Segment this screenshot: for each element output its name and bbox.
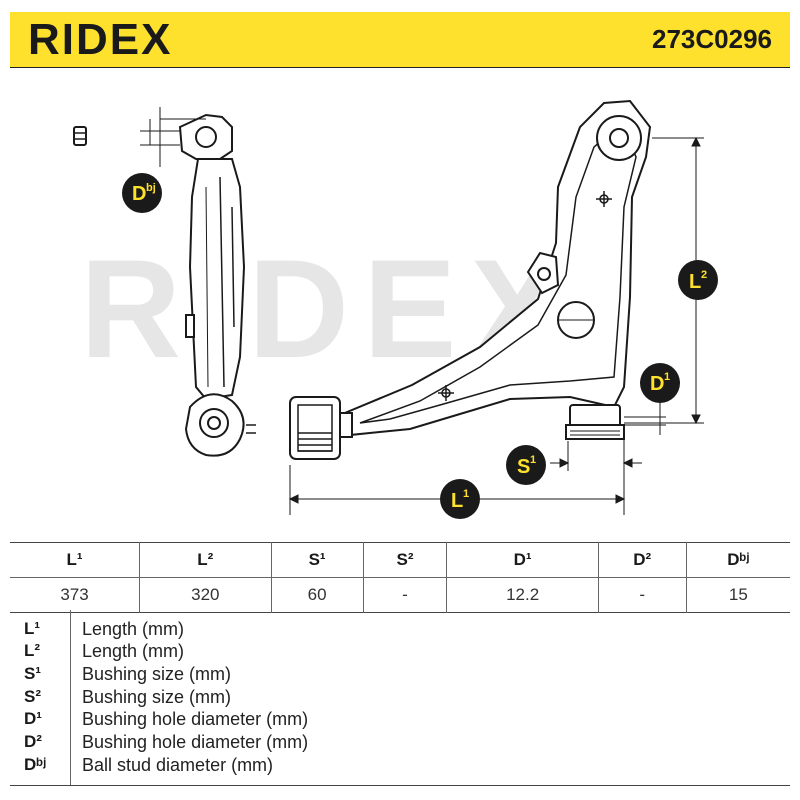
specs-header-l1: L¹ xyxy=(10,542,140,578)
top-view-arm xyxy=(289,99,652,460)
l2-marker: L 2 xyxy=(678,260,718,300)
svg-text:D: D xyxy=(132,183,146,205)
specs-value-s1: 60 xyxy=(270,577,364,613)
legend-row-dbj: Dᵇʲ Ball stud diameter (mm) xyxy=(10,755,790,777)
legend-row-l2: L² Length (mm) xyxy=(10,641,790,663)
brand-logo: RIDEX xyxy=(28,15,173,64)
specs-value-s2: - xyxy=(362,577,447,613)
legend-divider xyxy=(70,610,71,785)
legend-symbol: Dᵇʲ xyxy=(24,755,47,774)
legend-description: Length (mm) xyxy=(82,641,185,661)
legend-row-s1: S¹ Bushing size (mm) xyxy=(10,664,790,686)
svg-text:L: L xyxy=(689,271,701,293)
s1-marker: S 1 xyxy=(506,445,546,485)
legend-description: Length (mm) xyxy=(82,619,185,639)
specs-values-row: 373 320 60 - 12.2 - 15 xyxy=(10,577,790,613)
specs-header-d1: D¹ xyxy=(446,542,599,578)
specs-value-l1: 373 xyxy=(60,585,89,604)
specs-header-row: L¹ L² S¹ S² D¹ D² Dᵇʲ xyxy=(10,542,790,578)
legend-symbol: S¹ xyxy=(24,664,41,683)
legend-symbol: D² xyxy=(24,732,42,751)
legend-description: Bushing hole diameter (mm) xyxy=(82,732,309,752)
part-number: 273C0296 xyxy=(652,24,772,54)
d1-marker: D 1 xyxy=(640,363,680,403)
dbj-marker: D bj xyxy=(122,173,162,213)
specs-value-dbj: 15 xyxy=(685,577,790,613)
svg-text:D: D xyxy=(650,373,664,395)
specs-header-dbj: Dᵇʲ xyxy=(685,542,790,578)
l1-marker: L 1 xyxy=(440,479,480,519)
legend-row-l1: L¹ Length (mm) xyxy=(10,619,790,641)
specs-header-s1: S¹ xyxy=(270,542,364,578)
svg-text:2: 2 xyxy=(701,269,707,281)
header-bar: RIDEX 273C0296 xyxy=(10,12,790,68)
legend-description: Bushing hole diameter (mm) xyxy=(82,709,309,729)
legend-row-s2: S² Bushing size (mm) xyxy=(10,687,790,709)
legend-symbol: L² xyxy=(24,641,41,660)
svg-text:S: S xyxy=(517,456,530,478)
specs-header-s2: S² xyxy=(362,542,447,578)
specs-header-d2: D² xyxy=(597,542,687,578)
specs-value-l2: 320 xyxy=(139,577,272,613)
dimension-markers: D bj L 2 D 1 S 1 L 1 xyxy=(122,173,718,519)
legend-symbol: L¹ xyxy=(24,619,41,638)
legend: L¹ Length (mm) L² Length (mm) S¹ Bushing… xyxy=(10,610,790,786)
svg-text:1: 1 xyxy=(463,488,469,500)
svg-text:L: L xyxy=(451,490,463,512)
legend-row-d2: D² Bushing hole diameter (mm) xyxy=(10,732,790,754)
technical-drawing: RIDEX xyxy=(10,67,790,539)
svg-text:1: 1 xyxy=(664,371,670,383)
control-arm-drawing: RIDEX xyxy=(73,99,718,519)
legend-row-d1: D¹ Bushing hole diameter (mm) xyxy=(10,709,790,731)
specs-header-l2: L² xyxy=(139,542,272,578)
specs-table: L¹ L² S¹ S² D¹ D² Dᵇʲ 373 320 60 - 12.2 … xyxy=(10,542,790,613)
legend-description: Bushing size (mm) xyxy=(82,664,232,684)
legend-description: Ball stud diameter (mm) xyxy=(82,755,274,775)
side-view-arm xyxy=(73,113,256,457)
legend-symbol: S² xyxy=(24,687,41,706)
legend-symbol: D¹ xyxy=(24,709,42,728)
legend-description: Bushing size (mm) xyxy=(82,687,232,707)
specs-value-d1: 12.2 xyxy=(446,577,599,613)
svg-text:1: 1 xyxy=(530,454,536,466)
svg-text:bj: bj xyxy=(146,182,156,194)
specs-value-d2: - xyxy=(597,577,687,613)
